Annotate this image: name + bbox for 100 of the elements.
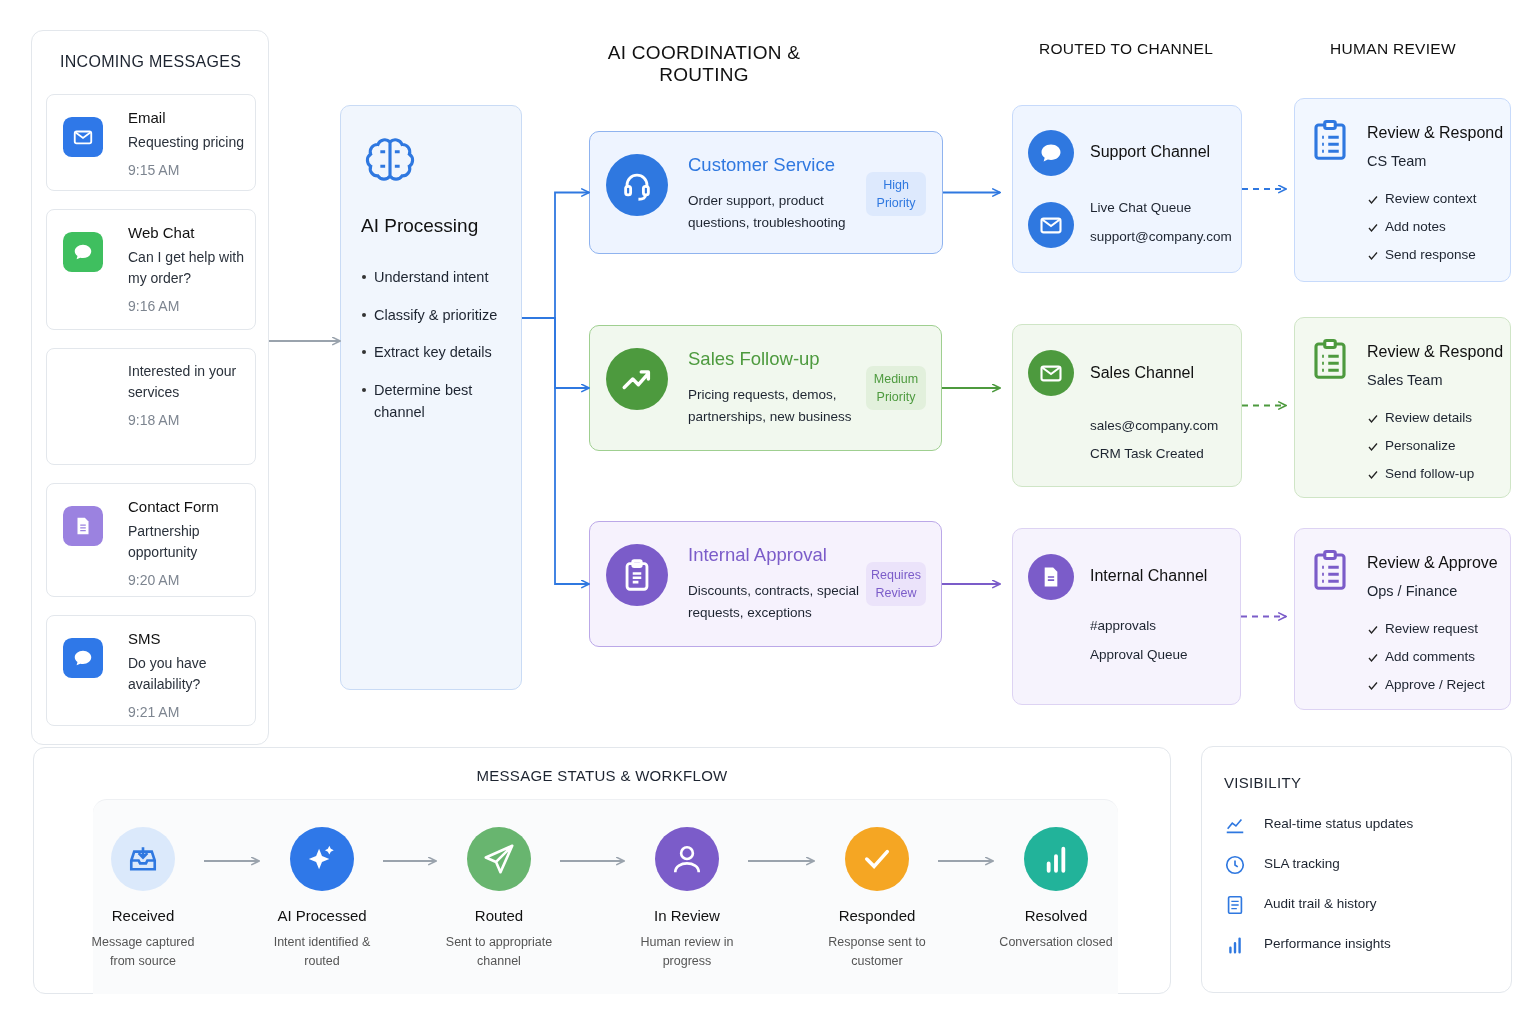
bullet-text: Determine best channel [374, 380, 474, 422]
arrow [937, 856, 994, 866]
messages-panel [31, 30, 269, 745]
bullet-text: Extract key details [374, 343, 493, 362]
arrow [1241, 184, 1287, 194]
heading: MESSAGE STATUS & WORKFLOW [475, 767, 729, 784]
heading: VISIBILITY [1224, 774, 1302, 791]
timestamp: 9:16 AM [128, 297, 181, 316]
channel-detail: sales@company.com [1090, 418, 1219, 433]
bullet-text: Understand intent [374, 268, 490, 287]
visibility-panel [1201, 746, 1512, 993]
processing-panel [340, 105, 522, 690]
arrow [747, 856, 815, 866]
channel-detail: Live Chat Queue [1090, 200, 1192, 215]
step-title: Responded [837, 907, 917, 924]
step-title: Received [110, 907, 176, 924]
step-title: Resolved [1023, 907, 1089, 924]
channel-title: Sales Channel [1090, 364, 1195, 382]
checklist-item: Personalize [1385, 438, 1456, 453]
workflow-panel [33, 747, 1171, 994]
message-card [46, 209, 256, 330]
bullet-text: Classify & prioritize [374, 305, 499, 325]
arrow [941, 579, 1001, 589]
message-card [46, 348, 256, 465]
arrow [941, 383, 1001, 393]
message-card [46, 615, 256, 726]
step-description: Sent to appropriate channel [444, 934, 554, 970]
channel-detail: Approval Queue [1090, 647, 1188, 662]
step-description: Message captured from source [90, 934, 196, 970]
category-description: Pricing requests, demos, partnerships, new business [688, 386, 853, 426]
channel-card [1012, 528, 1241, 705]
checklist-item: Add notes [1385, 219, 1446, 234]
step-description: Conversation closed [998, 934, 1114, 951]
channel-name: Web Chat [128, 223, 196, 243]
review-card [1294, 317, 1511, 498]
category-title: Internal Approval [688, 544, 827, 566]
channel-title: Internal Channel [1090, 567, 1208, 585]
step-title: Routed [473, 907, 525, 924]
channel-detail: #approvals [1090, 618, 1157, 633]
column-heading: AI COORDINATION & ROUTING [606, 42, 802, 86]
checklist-item: Review request [1385, 621, 1479, 636]
message-text: Partnership opportunity [128, 522, 201, 562]
arrow [942, 188, 1001, 197]
visibility-item: SLA tracking [1264, 856, 1340, 871]
step-description: Human review in progress [639, 934, 735, 970]
checklist-item: Send follow-up [1385, 466, 1475, 481]
timestamp: 9:15 AM [128, 161, 181, 180]
panel-title: AI Processing [361, 215, 479, 237]
category-card [589, 131, 943, 254]
message-card [46, 483, 256, 597]
checklist-item: Review details [1385, 410, 1473, 425]
timestamp: 9:20 AM [128, 571, 181, 590]
step-description: Intent identified & routed [272, 934, 372, 970]
category-title: Sales Follow-up [688, 348, 820, 370]
checklist-item: Add comments [1385, 649, 1476, 664]
checklist-item: Review context [1385, 191, 1477, 206]
category-title: Customer Service [688, 154, 835, 176]
arrow [268, 336, 341, 346]
message-text: Interested in your services [128, 362, 238, 402]
review-title: Review & Approve [1367, 554, 1498, 572]
visibility-item: Real-time status updates [1264, 816, 1414, 831]
channel-card [1012, 324, 1242, 487]
timestamp: 9:18 AM [128, 411, 181, 430]
channel-card [1012, 105, 1242, 273]
checklist-item: Approve / Reject [1385, 677, 1485, 692]
review-title: Review & Respond [1367, 124, 1504, 142]
team-name: Sales Team [1367, 372, 1443, 388]
channel-name: SMS [128, 629, 162, 649]
category-card [589, 521, 942, 647]
arrow [1240, 612, 1287, 621]
channel-name: Contact Form [128, 497, 220, 517]
category-description: Discounts, contracts, special requests, exceptions [688, 582, 861, 622]
channel-name: Email [128, 108, 167, 128]
review-title: Review & Respond [1367, 343, 1504, 361]
channel-detail: support@company.com [1090, 229, 1232, 244]
priority-badge: High Priority [866, 172, 926, 216]
channel-title: Support Channel [1090, 143, 1211, 161]
category-description: Order support, product questions, troubleshooting [688, 192, 847, 232]
message-card [46, 94, 256, 191]
column-heading: ROUTED TO CHANNEL [1037, 40, 1215, 58]
message-text: Can I get help with my order? [128, 248, 245, 288]
step-title: In Review [653, 907, 721, 924]
priority-badge: Medium Priority [866, 366, 926, 410]
priority-badge: Requires Review [866, 562, 926, 606]
timestamp: 9:21 AM [128, 703, 181, 722]
arrow [382, 856, 437, 866]
review-card [1294, 528, 1511, 710]
step-title: AI Processed [276, 907, 368, 924]
visibility-item: Performance insights [1264, 936, 1391, 951]
arrow [521, 317, 590, 589]
heading: INCOMING MESSAGES [60, 53, 242, 71]
step-description: Response sent to customer [827, 934, 927, 970]
message-text: Requesting pricing [128, 133, 245, 152]
team-name: Ops / Finance [1367, 583, 1458, 599]
column-heading: HUMAN REVIEW [1329, 40, 1457, 58]
arrow [1241, 401, 1287, 410]
visibility-item: Audit trail & history [1264, 896, 1377, 911]
channel-detail: CRM Task Created [1090, 446, 1204, 461]
checklist-item: Send response [1385, 247, 1476, 262]
message-text: Do you have availability? [128, 654, 208, 694]
